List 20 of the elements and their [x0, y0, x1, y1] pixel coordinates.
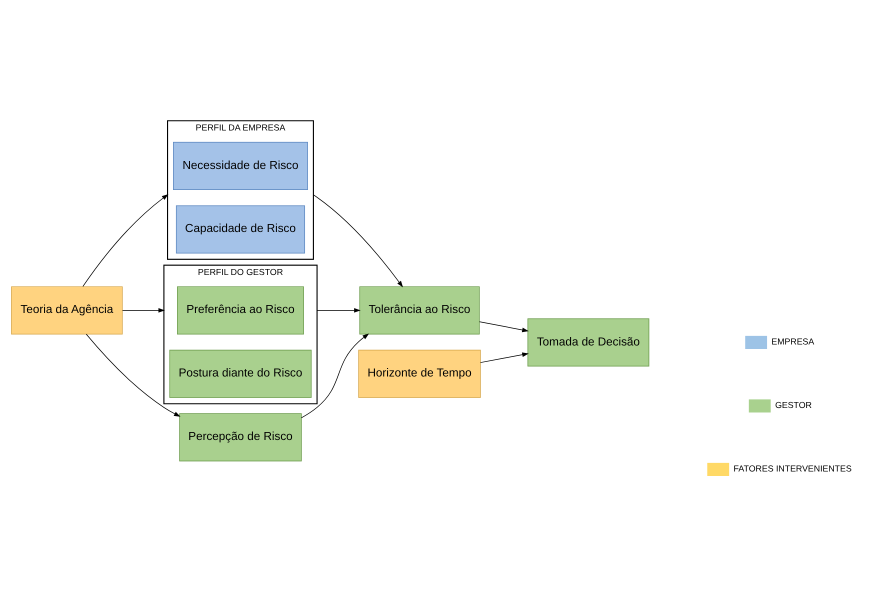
arrow [301, 332, 370, 418]
node-box: Postura diante do Risco [169, 349, 312, 398]
node-box: Necessidade de Risco [173, 141, 308, 190]
legend-label: EMPRESA [771, 336, 814, 346]
node-box: Teoria da Agência [11, 286, 123, 334]
arrow [86, 333, 181, 416]
node-box: Tolerância ao Risco [359, 286, 480, 334]
arrow [122, 308, 165, 312]
legend-label: GESTOR [775, 400, 812, 410]
node-box: Capacidade de Risco [176, 204, 306, 253]
arrow [313, 194, 404, 287]
arrow [480, 352, 529, 362]
node-box: Horizonte de Tempo [358, 349, 481, 398]
arrow [82, 194, 168, 286]
arrow [316, 308, 361, 312]
node-box: Preferência ao Risco [177, 286, 304, 334]
arrow [479, 320, 529, 332]
node-box: Percepção de Risco [179, 412, 302, 461]
node-box: Tomada de Decisão [527, 318, 650, 366]
legend-label: FATORES INTERVENIENTES [734, 463, 852, 474]
